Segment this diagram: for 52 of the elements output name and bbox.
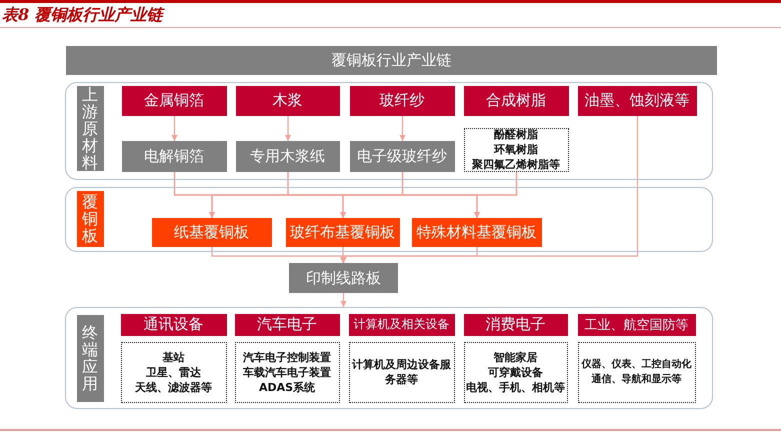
note-box	[234, 342, 340, 402]
note-box: 计算机及周边设备服务器等	[348, 342, 454, 402]
connector-arrow	[172, 116, 178, 141]
group-panel	[65, 82, 713, 180]
note-text: 环氧树脂	[494, 142, 538, 157]
note-text: 基站	[162, 350, 184, 364]
note-text: 卫星、雷达	[146, 364, 201, 380]
note-box	[464, 128, 568, 172]
note-text: 仪器、仪表、工控自动化	[582, 358, 692, 372]
side-label: 覆铜板	[76, 190, 104, 246]
category-box: 玻纤纱	[350, 86, 454, 116]
note-box	[578, 342, 696, 402]
connector-arrow	[400, 116, 406, 141]
note-text: 智能家居	[494, 350, 538, 364]
note-text: 车载汽车电子装置	[243, 364, 331, 380]
material-box: 专用木浆纸	[236, 140, 340, 172]
side-label: 上游原材料	[76, 86, 104, 170]
connector-arrow	[340, 247, 346, 263]
laminate-box: 玻纤布基覆铜板	[286, 218, 400, 246]
note-text: 电视、手机、相机等	[466, 380, 565, 394]
category-box: 油墨、蚀刻液等	[578, 86, 696, 116]
group-panel	[65, 187, 713, 252]
category-box: 工业、航空国防等	[578, 314, 696, 336]
category-box: 消费电子	[464, 314, 568, 336]
note-text: 聚四氟乙烯树脂等	[472, 157, 560, 172]
group-panel	[65, 307, 713, 409]
connector-arrow	[285, 116, 291, 141]
connector-arrow	[340, 293, 346, 307]
note-text: 酚醛树脂	[494, 127, 538, 142]
note-text: ADAS系统	[258, 380, 316, 394]
pcb-box: 印制线路板	[289, 263, 398, 293]
category-box: 通讯设备	[120, 314, 226, 336]
side-label: 终端应用	[76, 314, 104, 402]
note-text: 通信、导航和显示等	[592, 372, 682, 387]
connector-arrow	[340, 116, 638, 263]
category-box: 合成树脂	[464, 86, 568, 116]
category-box: 木浆	[236, 86, 340, 116]
category-box: 计算机及相关设备	[348, 314, 454, 336]
header-bar: 覆铜板行业产业链	[66, 46, 717, 75]
category-box: 汽车电子	[234, 314, 340, 336]
material-box: 电解铜箔	[122, 140, 226, 172]
note-text: 可穿戴设备	[488, 364, 543, 380]
connector-arrow	[474, 172, 518, 218]
figure-title: 表8 覆铜板行业产业链	[2, 5, 163, 26]
note-box	[120, 342, 226, 402]
note-text: 天线、滤波器等	[135, 380, 212, 394]
laminate-box: 特殊材料基覆铜板	[412, 218, 542, 246]
note-text: 汽车电子控制装置	[243, 350, 331, 364]
laminate-box: 纸基覆铜板	[152, 218, 272, 246]
material-box: 电子级玻纤纱	[350, 140, 454, 172]
category-box: 金属铜箔	[122, 86, 226, 116]
note-box	[464, 342, 568, 402]
